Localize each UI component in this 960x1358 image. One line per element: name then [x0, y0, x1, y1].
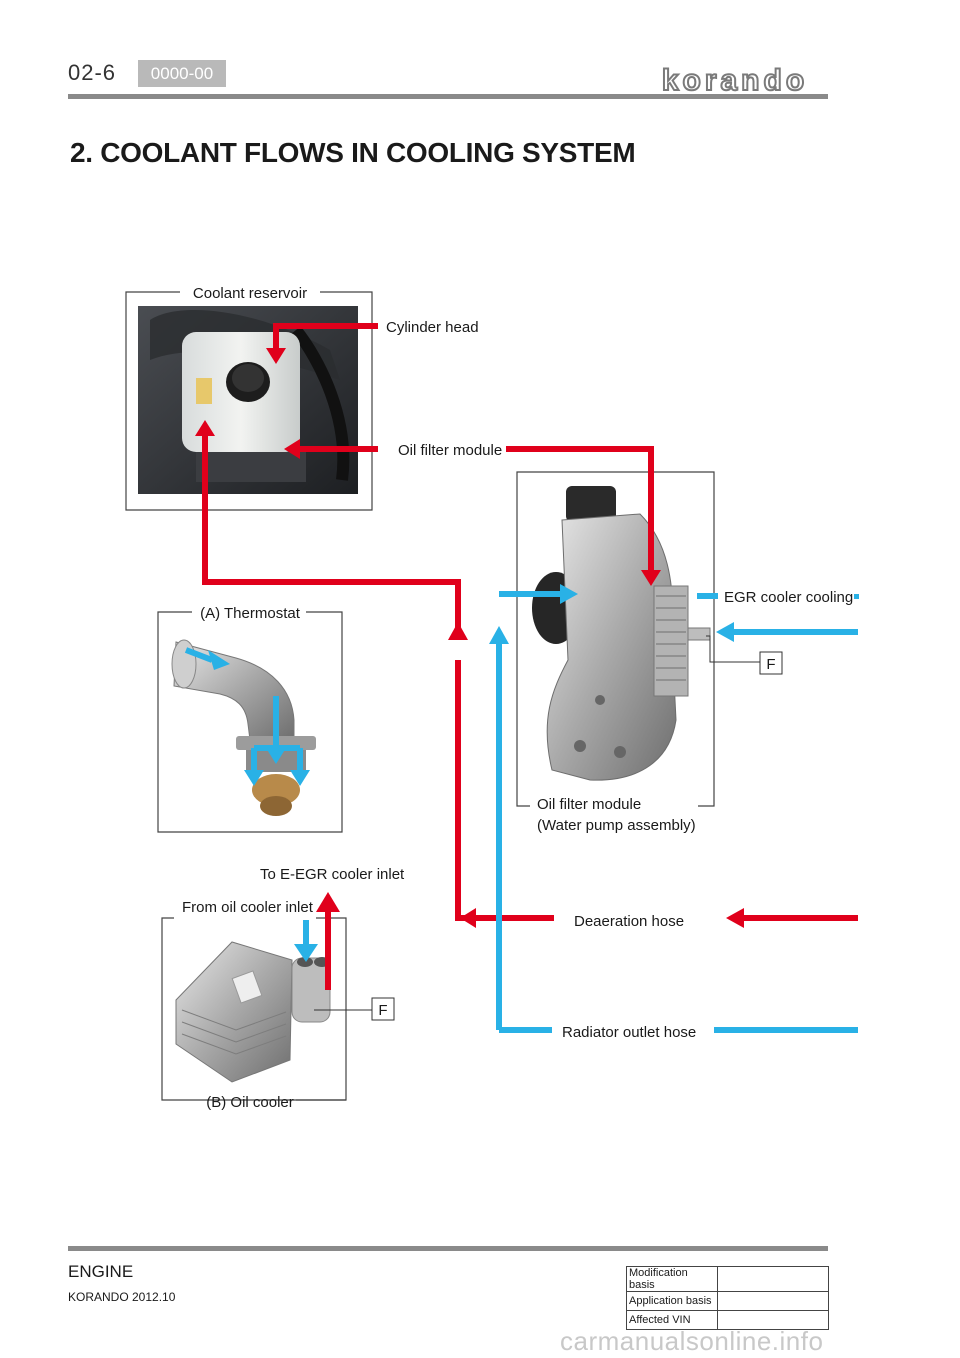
- thermostat-label: (A) Thermostat: [200, 605, 301, 622]
- footer-section-name: ENGINE: [68, 1262, 134, 1281]
- deaeration-right-arrow: [726, 908, 744, 928]
- cylinder-head-arrow: [266, 348, 286, 364]
- code-badge: 0000-00: [138, 60, 226, 87]
- table-row: Modification basis: [626, 1266, 829, 1292]
- table-row: Affected VIN: [626, 1310, 829, 1330]
- footer-model: KORANDO 2012.10: [68, 1290, 176, 1304]
- cylinder-head-flow: [273, 323, 378, 348]
- from-oil-cooler-arrow: [294, 944, 318, 962]
- to-eegr-arrow: [316, 892, 340, 912]
- oil-filter-module-box-label-line1: Oil filter module: [537, 796, 641, 813]
- to-eegr-cooler-inlet-label: To E-EGR cooler inlet: [260, 866, 405, 883]
- cold-flow-arrowheads: [208, 584, 859, 962]
- deaeration-up-arrow: [448, 622, 468, 640]
- deaeration-vertical-flow: [455, 660, 478, 921]
- revision-info-table: Modification basis Application basis Aff…: [626, 1266, 829, 1330]
- affected-vin-value: [717, 1310, 829, 1330]
- hot-flow-arrowheads: [195, 348, 744, 928]
- cylinder-head-label: Cylinder head: [386, 319, 479, 336]
- module-down-arrow: [641, 570, 661, 586]
- oil-filter-module-label: Oil filter module: [398, 442, 502, 459]
- footer-rule: [68, 1246, 828, 1251]
- modification-basis-label: Modification basis: [626, 1266, 718, 1292]
- thermostat-inlet-flow: [184, 647, 214, 663]
- oil-filter-to-module-flow: [506, 446, 654, 572]
- svg-text:korando: korando: [662, 64, 808, 96]
- deaeration-hose-label: Deaeration hose: [574, 913, 684, 930]
- watermark: carmanualsonline.info: [560, 1326, 824, 1356]
- f-marker-upper: F: [766, 656, 775, 673]
- thermostat-inlet-arrow: [208, 650, 230, 670]
- modification-basis-value: [717, 1266, 829, 1292]
- reservoir-return-flow: [202, 436, 461, 636]
- reservoir-up-arrow: [195, 420, 215, 436]
- cold-flow-lines: [184, 591, 858, 1033]
- thermostat-box: (A) Thermostat: [157, 605, 343, 833]
- module-inlet-arrow: [560, 584, 578, 604]
- table-row: Application basis: [626, 1291, 829, 1311]
- thermostat-left-arrow: [244, 770, 264, 786]
- deaeration-left-arrow: [460, 908, 476, 928]
- radiator-up-arrow: [489, 626, 509, 644]
- application-basis-label: Application basis: [626, 1291, 718, 1311]
- affected-vin-label: Affected VIN: [626, 1310, 718, 1330]
- header-rule: [68, 94, 828, 99]
- oil-filter-module-arrow: [284, 439, 300, 459]
- egr-return-arrow: [716, 622, 734, 642]
- egr-cooler-marker: [854, 594, 859, 599]
- thermostat-down-arrow: [266, 748, 286, 764]
- egr-cooler-cooling-label: EGR cooler cooling: [724, 589, 853, 606]
- oil-cooler-label: (B) Oil cooler: [206, 1094, 294, 1111]
- oil-filter-module-box-label-line2: (Water pump assembly): [537, 817, 696, 834]
- from-oil-cooler-inlet-label: From oil cooler inlet: [182, 899, 314, 916]
- page-title: 2. COOLANT FLOWS IN COOLING SYSTEM: [70, 137, 636, 168]
- page-number: 02-6: [68, 60, 117, 85]
- brand-logo: korando: [661, 64, 808, 96]
- f-callout-upper: F: [706, 635, 783, 675]
- application-basis-value: [717, 1291, 829, 1311]
- coolant-reservoir-box: Coolant reservoir: [125, 285, 373, 511]
- oil-filter-module-box: Oil filter module (Water pump assembly): [516, 471, 715, 834]
- f-marker-lower: F: [378, 1002, 387, 1019]
- thermostat-right-arrow: [290, 770, 310, 786]
- coolant-reservoir-label: Coolant reservoir: [193, 285, 307, 302]
- radiator-outlet-hose-label: Radiator outlet hose: [562, 1024, 696, 1041]
- oil-cooler-box: (B) Oil cooler: [161, 917, 347, 1111]
- f-callout-lower: F: [314, 997, 395, 1021]
